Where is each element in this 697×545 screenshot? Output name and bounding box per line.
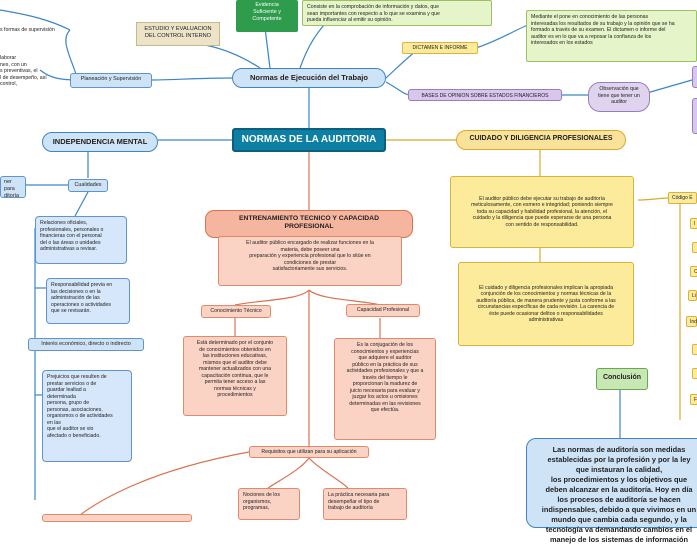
- planeacion-node[interactable]: Planeación y Supervisión: [70, 73, 152, 88]
- relaciones-node[interactable]: Relaciones oficiales, profesionales, per…: [35, 216, 127, 264]
- planeacion-description: laborar nes, con un s preventivas, el l …: [0, 55, 47, 87]
- bases-node[interactable]: BASES DE OPINION SOBRE ESTADOS FINANCIER…: [408, 89, 562, 101]
- lilac-edge-box-2: [692, 98, 697, 134]
- codigo-etica-node[interactable]: Código É: [668, 192, 697, 204]
- responsabilidad-node[interactable]: Responsabilidad previa en las decisiones…: [46, 278, 130, 324]
- cuidado-node[interactable]: CUIDADO Y DILIGENCIA PROFESIONALES: [456, 130, 626, 150]
- cuidado-description-1: El auditor público debe ejecutar su trab…: [450, 176, 634, 248]
- interes-node[interactable]: Interés económico, directo o indirecto: [28, 338, 144, 351]
- nociones-node[interactable]: Nociones de los organismos, programas,: [238, 488, 300, 520]
- codigo-item-6[interactable]: [692, 344, 697, 355]
- observacion-node[interactable]: Observación que tiene que tener un audit…: [588, 82, 650, 112]
- evidencia-node[interactable]: Evidencia Suficiente y Competente: [236, 0, 298, 32]
- evidencia-description: Consiste en la comprobación de informaci…: [302, 0, 492, 26]
- conclusion-text-node[interactable]: Las normas de auditoría son medidas esta…: [526, 438, 697, 544]
- conocimiento-description: Está determinado por el conjunto de cono…: [183, 336, 287, 416]
- capacidad-description: Es la conjugación de los conocimientos y…: [334, 338, 436, 440]
- central-topic-node[interactable]: NORMAS DE LA AUDITORIA: [232, 128, 386, 152]
- independencia-node[interactable]: INDEPENDENCIA MENTAL: [42, 132, 158, 152]
- ejecucion-node[interactable]: Normas de Ejecución del Trabajo: [232, 68, 386, 88]
- estudio-node[interactable]: ESTUDIO Y EVALUACION DEL CONTROL INTERNO: [136, 22, 220, 46]
- independencia-side-node[interactable]: ner para ditoría: [0, 176, 26, 199]
- conclusion-label-node[interactable]: Conclusión: [596, 368, 648, 390]
- codigo-item-1[interactable]: I: [690, 218, 697, 229]
- practica-node[interactable]: La práctica necesaria para desempeñar el…: [323, 488, 407, 520]
- dictamen-node[interactable]: DICTAMEN E INFORME: [402, 42, 478, 54]
- codigo-item-3[interactable]: C: [690, 266, 697, 277]
- prejuicios-node[interactable]: Prejuicios que resulten de prestar servi…: [42, 370, 132, 462]
- codigo-item-5[interactable]: Ind: [686, 316, 697, 327]
- codigo-item-7[interactable]: [692, 368, 697, 379]
- entrenamiento-description: El auditor público encargado de realizar…: [218, 236, 402, 286]
- lilac-edge-box-1: [692, 66, 697, 88]
- requisitos-node[interactable]: Requisitos que utilizan para su aplicaci…: [249, 446, 369, 458]
- bottom-left-salmon-node: [42, 514, 192, 522]
- codigo-item-4[interactable]: Li: [688, 290, 697, 301]
- capacidad-node[interactable]: Capacidad Profesional: [346, 304, 420, 317]
- cualidades-node[interactable]: Cualidades: [68, 179, 108, 192]
- entrenamiento-node[interactable]: ENTRENAMIENTO TECNICO Y CAPACIDAD PROFES…: [205, 210, 413, 238]
- codigo-item-2[interactable]: [692, 242, 697, 253]
- dictamen-description: Mediante el pone en conocimiento de las …: [526, 10, 697, 62]
- cuidado-description-2: El cuidado y diligencia profesionales im…: [458, 262, 634, 346]
- conocimiento-node[interactable]: Conocimiento Técnico: [201, 305, 271, 318]
- supervision-top-text: s formas de supervisión: [0, 27, 55, 33]
- codigo-item-8[interactable]: F: [690, 394, 697, 405]
